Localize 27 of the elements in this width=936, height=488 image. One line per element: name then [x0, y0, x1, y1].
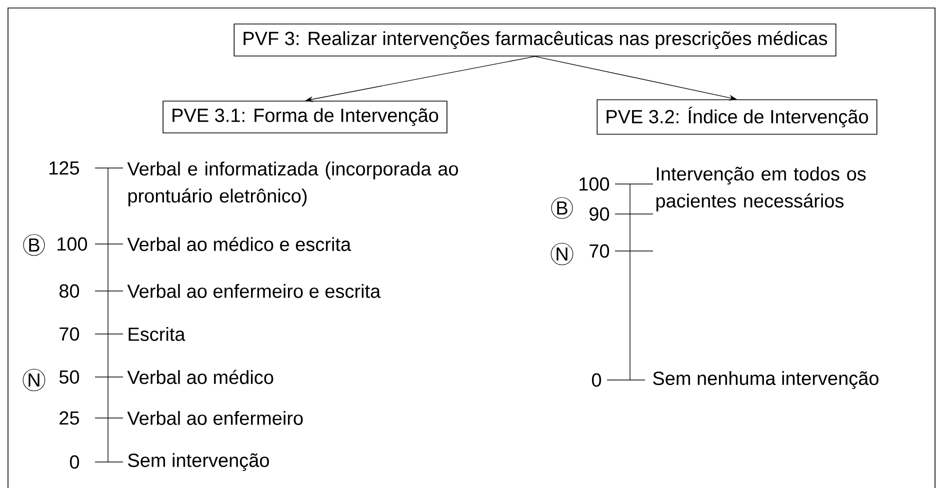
scale-description: Verbal e informatizada (incorporada ao prontuário eletrônico)	[127, 162, 458, 206]
scale-value: 70	[60, 327, 80, 341]
circled-letter: B	[551, 197, 573, 219]
scale-value: 0	[70, 455, 80, 469]
heading-box: PVE 3.1: Forma de Intervenção	[162, 100, 448, 134]
circled-letter: B	[23, 234, 45, 256]
scale-description: Intervenção em todos os pacientes necessários	[656, 166, 866, 212]
scale-value: 50	[59, 370, 80, 384]
heading-box: PVF 3: Realizar intervenções farmacêuticas nas prescrições médicas	[234, 24, 836, 56]
scale-value: 90	[590, 207, 610, 221]
scale-value: 125	[50, 161, 79, 175]
scale-description: Verbal ao médico e escrita	[127, 236, 352, 252]
heading-box: PVE 3.2: Índice de Intervenção	[596, 99, 878, 135]
scale-description: Sem intervenção	[128, 453, 269, 471]
scale-value: 0	[592, 373, 602, 387]
scale-value: 100	[580, 177, 610, 191]
circled-letter: N	[22, 368, 46, 392]
scale-value: 70	[590, 244, 610, 258]
scale-value: 25	[60, 411, 79, 425]
scale-description: Escrita	[128, 327, 186, 341]
scale-description: Verbal ao enfermeiro	[127, 411, 303, 425]
scale-description: Verbal ao enfermeiro e escrita	[127, 284, 381, 298]
scale-value: 80	[60, 284, 80, 298]
circled-letter: N	[550, 242, 574, 266]
scale-description: Verbal ao médico	[127, 370, 274, 384]
scale-value: 100	[58, 237, 88, 251]
scale-description: Sem nenhuma intervenção	[653, 371, 878, 389]
